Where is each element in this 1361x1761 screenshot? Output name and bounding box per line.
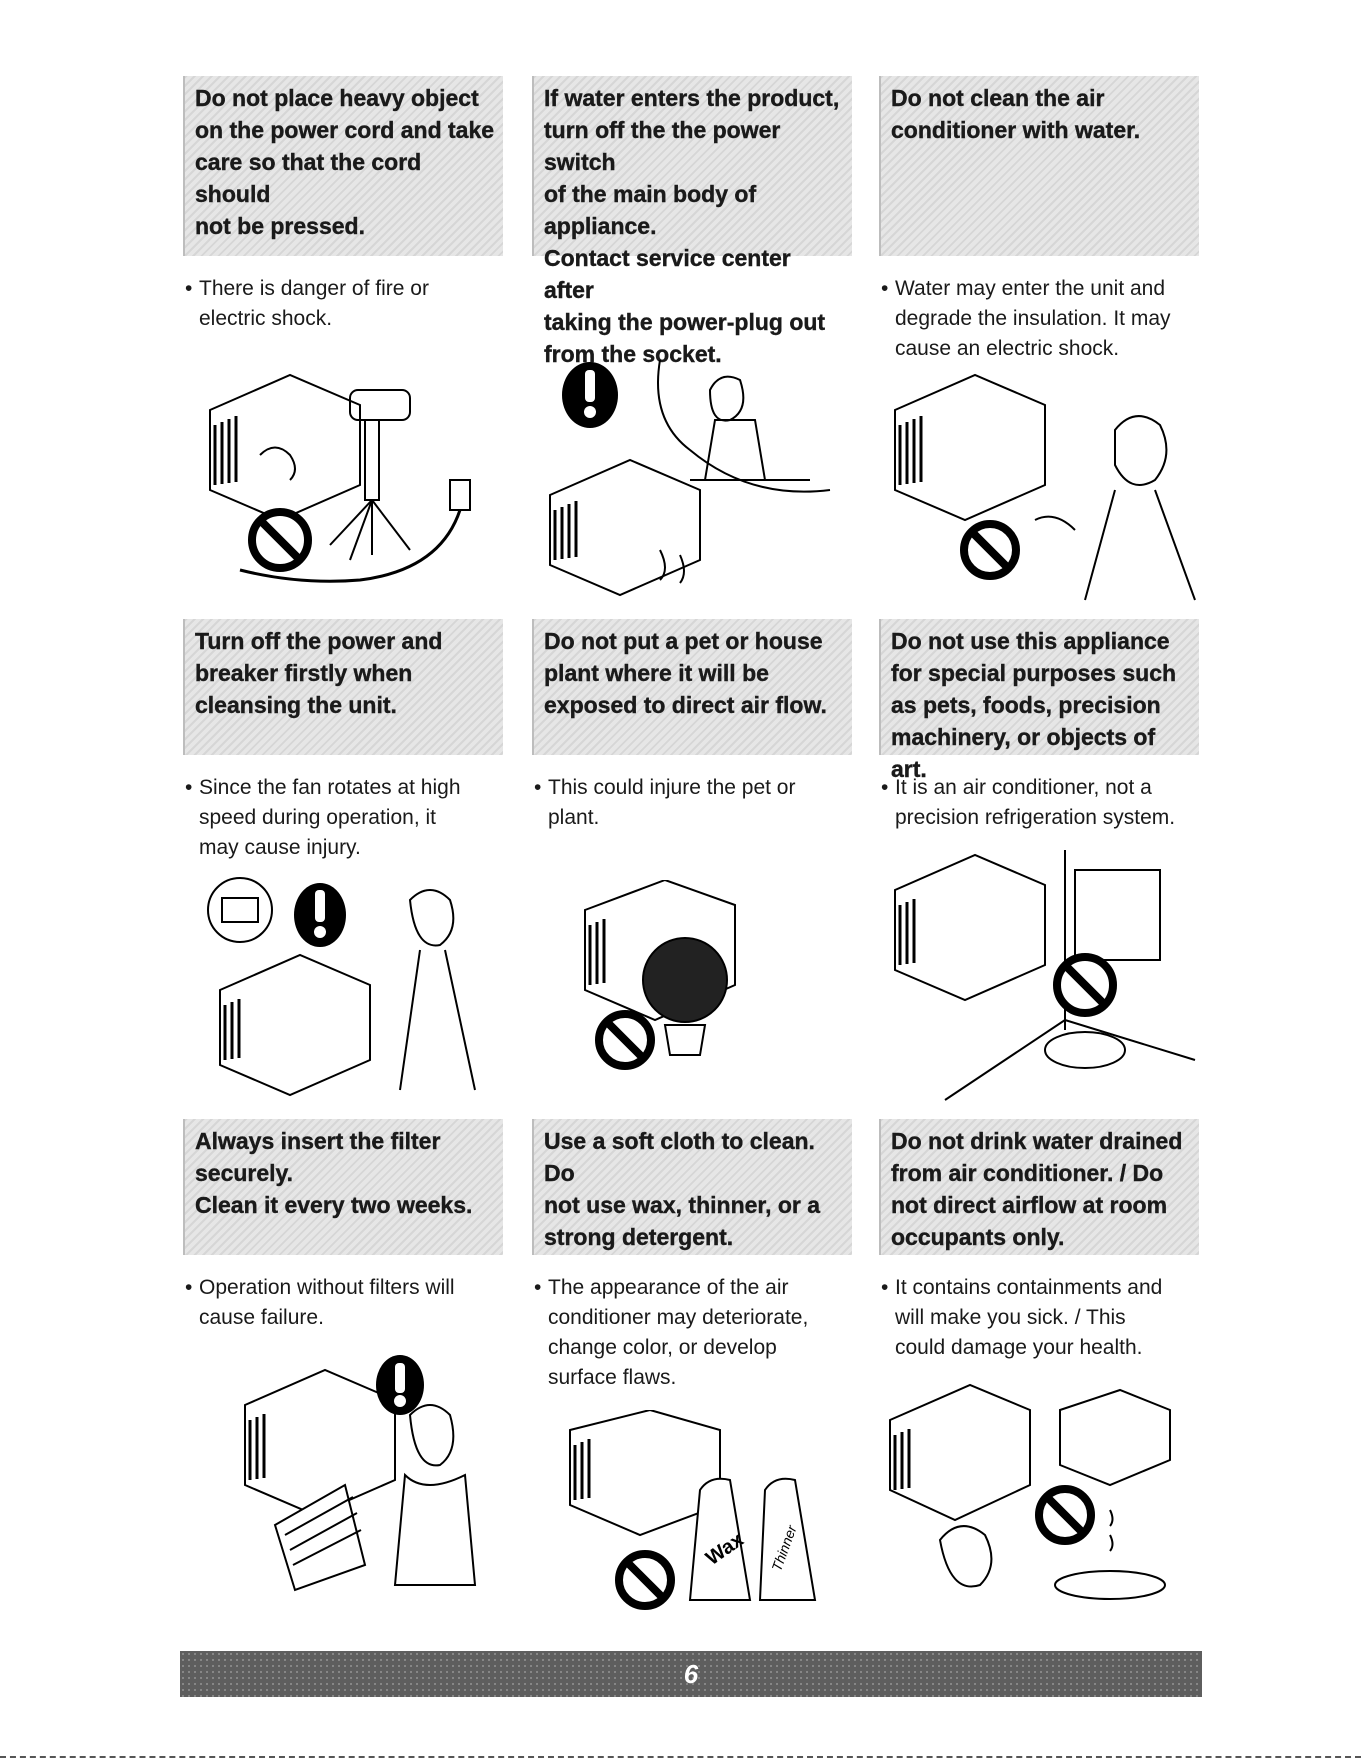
warning-title: Do not drink water drained from air cond… [891, 1128, 1183, 1250]
warning-title: Do not put a pet or house plant where it… [544, 628, 827, 718]
warning-cell-1: Do not place heavy object on the power c… [183, 76, 503, 334]
warning-title: Always insert the filter securely. Clean… [195, 1128, 473, 1218]
warning-cell-6: Do not use this appliance for special pu… [879, 619, 1199, 833]
illustration-no-water-cleaning [894, 373, 1196, 601]
page-number: 6 [683, 1659, 699, 1689]
warning-title: Do not use this appliance for special pu… [891, 628, 1177, 782]
warning-note: •It is an air conditioner, not a precisi… [881, 776, 1176, 829]
illustration-filter [244, 1355, 477, 1592]
cat-icon [1044, 1031, 1126, 1069]
warning-cell-5: Do not put a pet or house plant where it… [532, 619, 852, 833]
warning-title: Turn off the power and breaker firstly w… [195, 628, 443, 718]
illustration-breaker [207, 877, 476, 1097]
warning-box: Do not put a pet or house plant where it… [532, 619, 852, 755]
warning-note: •Since the fan rotates at high speed dur… [185, 776, 461, 859]
page-footer-bar: 6 [180, 1651, 1202, 1697]
person-on-phone-icon [708, 375, 745, 422]
painting-icon [1074, 869, 1161, 961]
warning-cell-9: Do not drink water drained from air cond… [879, 1119, 1199, 1363]
illustration-no-wax-thinner: Wax Thinner [569, 1410, 817, 1610]
warning-cell-4: Turn off the power and breaker firstly w… [183, 619, 503, 863]
illustration-chair-on-cord [209, 373, 471, 583]
wax-bottle-icon [688, 1477, 752, 1601]
warning-note: •It contains containments and will make … [881, 1276, 1163, 1359]
illustration-special-purposes [894, 850, 1196, 1101]
warning-box: Turn off the power and breaker firstly w… [183, 619, 503, 755]
illustration-no-drink-water [889, 1383, 1171, 1600]
caution-icon [294, 883, 346, 947]
warning-title: If water enters the product, turn off th… [544, 85, 840, 367]
warning-note: •There is danger of fire or electric sho… [185, 277, 429, 330]
woman-icon [1114, 415, 1168, 486]
prohibited-icon [248, 508, 312, 572]
woman-icon [408, 889, 455, 947]
warning-cell-3: Do not clean the air conditioner with wa… [879, 76, 1199, 364]
air-conditioner-icon [244, 1368, 396, 1517]
caution-icon [376, 1355, 424, 1415]
air-conditioner-icon [1059, 1388, 1171, 1487]
warning-box: Do not place heavy object on the power c… [183, 76, 503, 256]
warning-note: •This could injure the pet or plant. [534, 776, 796, 829]
warning-box: If water enters the product, turn off th… [532, 76, 852, 367]
prohibited-icon [595, 1010, 655, 1070]
warning-cell-8: Use a soft cloth to clean. Do not use wa… [532, 1119, 852, 1393]
warning-box: Do not use this appliance for special pu… [879, 619, 1199, 782]
prohibited-icon [1035, 1485, 1095, 1545]
warning-title: Use a soft cloth to clean. Do not use wa… [544, 1128, 821, 1250]
warning-box: Do not clean the air conditioner with wa… [879, 76, 1199, 256]
warning-box: Use a soft cloth to clean. Do not use wa… [532, 1119, 852, 1255]
warning-cell-2: If water enters the product, turn off th… [532, 76, 852, 367]
bottom-rule [0, 1756, 1361, 1760]
warning-box: Always insert the filter securely. Clean… [183, 1119, 503, 1255]
air-conditioner-icon [894, 373, 1046, 522]
warning-title: Do not place heavy object on the power c… [195, 85, 495, 239]
illustration-plant-airflow [584, 880, 736, 1070]
warning-note: •Water may enter the unit and degrade th… [881, 277, 1171, 360]
air-conditioner-icon [219, 953, 371, 1097]
prohibited-icon [1053, 953, 1117, 1017]
warning-cell-7: Always insert the filter securely. Clean… [183, 1119, 503, 1333]
warning-note: •Operation without filters will cause fa… [185, 1276, 455, 1329]
caution-icon [562, 362, 618, 428]
air-conditioner-icon [209, 373, 361, 522]
warning-note: •The appearance of the air conditioner m… [534, 1276, 809, 1389]
child-icon [938, 1525, 993, 1588]
man-icon [408, 1404, 455, 1467]
air-conditioner-icon [894, 853, 1046, 1002]
thinner-bottle-icon [758, 1477, 817, 1601]
illustration-water-enter [549, 359, 831, 597]
prohibited-icon [615, 1550, 675, 1610]
air-conditioner-icon [889, 1383, 1031, 1522]
air-conditioner-icon [549, 458, 701, 597]
prohibited-icon [960, 520, 1020, 580]
water-puddle-icon [1054, 1570, 1166, 1600]
warning-box: Do not drink water drained from air cond… [879, 1119, 1199, 1255]
plant-icon [642, 937, 728, 1023]
warning-title: Do not clean the air conditioner with wa… [891, 85, 1141, 143]
breaker-icon [221, 897, 259, 923]
